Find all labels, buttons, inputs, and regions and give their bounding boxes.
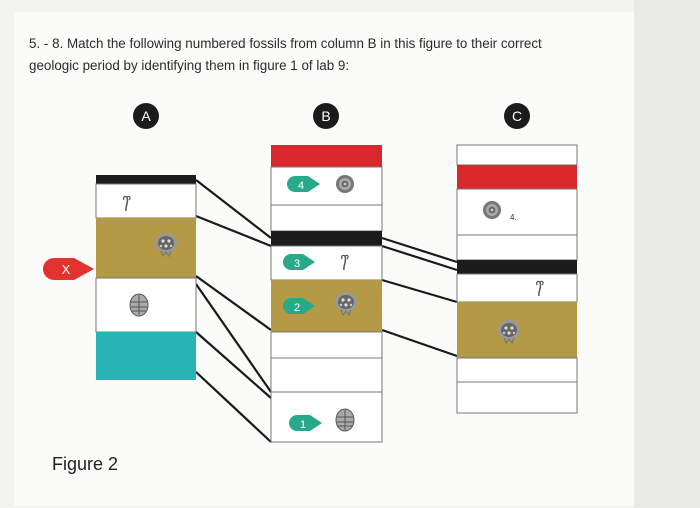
column-a-teal-layer xyxy=(96,332,196,380)
column-c-white-layer-2 xyxy=(457,189,577,235)
ammonite-fossil-icon xyxy=(336,175,354,193)
column-a-tan-layer xyxy=(96,218,196,278)
column-b-white-layer-2 xyxy=(271,205,382,231)
trilobite-fossil-icon xyxy=(130,294,148,316)
column-c-white-layer-5 xyxy=(457,358,577,382)
fossil-2-number: 2 xyxy=(294,302,300,314)
column-b-white-layer-5 xyxy=(271,358,382,392)
column-c-red-layer xyxy=(457,165,577,189)
fossil-1-number: 1 xyxy=(300,419,306,431)
column-b-white-layer-6 xyxy=(271,392,382,442)
fossil-4-label-c: 4. xyxy=(510,213,517,222)
column-c: 4. xyxy=(457,145,577,413)
x-marker-label: X xyxy=(62,262,71,277)
x-marker[interactable]: X xyxy=(43,258,94,280)
column-b: 4 3 2 1 xyxy=(271,145,382,442)
ammonite-fossil-icon xyxy=(483,201,501,219)
column-c-white-layer-4 xyxy=(457,274,577,302)
figure-caption: Figure 2 xyxy=(52,454,118,475)
column-b-label: B xyxy=(321,108,330,124)
fossil-3-number: 3 xyxy=(294,258,300,270)
column-b-white-layer-4 xyxy=(271,332,382,358)
column-b-badge: B xyxy=(313,103,339,129)
column-c-badge: C xyxy=(504,103,530,129)
fossil-4-number: 4 xyxy=(298,180,304,192)
column-a-black-layer xyxy=(96,175,196,184)
column-c-white-layer-1 xyxy=(457,145,577,165)
column-a xyxy=(96,175,196,380)
column-a-badge: A xyxy=(133,103,159,129)
column-c-label: C xyxy=(512,108,522,124)
column-a-label: A xyxy=(141,108,151,124)
column-c-white-layer-6 xyxy=(457,382,577,413)
column-b-red-layer xyxy=(271,145,382,167)
column-c-black-layer xyxy=(457,260,577,274)
trilobite-fossil-icon xyxy=(336,409,354,431)
column-a-white-layer-1 xyxy=(96,184,196,218)
column-c-white-layer-3 xyxy=(457,235,577,260)
column-b-black-layer xyxy=(271,231,382,246)
